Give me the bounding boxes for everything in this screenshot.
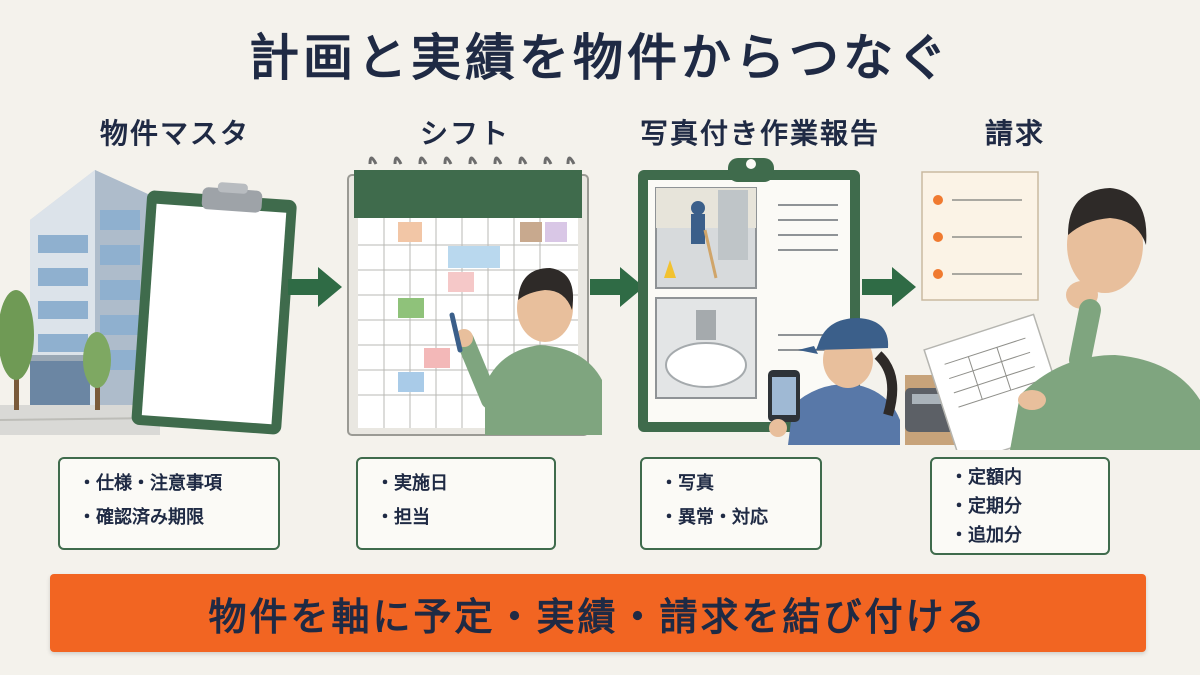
step-title-property-master: 物件マスタ <box>99 117 250 150</box>
step-details-shift: 実施日 担当 <box>356 457 556 550</box>
detail-item: 実施日 <box>376 467 554 501</box>
report-clipboard-icon <box>638 158 860 432</box>
technician-with-phone-icon <box>768 318 900 445</box>
summary-banner: 物件を軸に予定・実績・請求を結び付ける <box>50 574 1146 652</box>
tree-icon <box>0 290 111 410</box>
step-details-photo-report: 写真 異常・対応 <box>640 457 822 550</box>
arrow-right-icon <box>862 267 916 307</box>
memo-icon <box>921 171 1039 301</box>
detail-item: 確認済み期限 <box>78 501 278 535</box>
step-title-billing: 請求 <box>984 117 1045 150</box>
accountant-person-icon <box>1010 188 1200 450</box>
building-clipboard-illustration <box>0 170 297 435</box>
detail-item: 定期分 <box>950 492 1108 521</box>
detail-item: 追加分 <box>950 521 1108 550</box>
step-title-shift: シフト <box>419 117 510 150</box>
shift-calendar-illustration <box>347 156 602 436</box>
detail-item: 定額内 <box>950 463 1108 492</box>
worker-person-icon <box>449 268 602 435</box>
summary-banner-text: 物件を軸に予定・実績・請求を結び付ける <box>208 594 988 639</box>
step-title-photo-report: 写真付き作業報告 <box>639 117 880 150</box>
detail-item: 担当 <box>376 501 554 535</box>
arrow-right-icon <box>590 267 644 307</box>
detail-item: 写真 <box>660 467 820 501</box>
photo-report-illustration <box>638 158 900 445</box>
detail-item: 異常・対応 <box>660 501 820 535</box>
step-details-billing: 定額内 定期分 追加分 <box>930 457 1110 555</box>
step-details-property-master: 仕様・注意事項 確認済み期限 <box>58 457 280 550</box>
clipboard-icon <box>131 182 297 435</box>
arrow-right-icon <box>288 267 342 307</box>
building-icon <box>26 170 150 405</box>
page-title: 計画と実績を物件からつなぐ <box>249 29 951 87</box>
detail-item: 仕様・注意事項 <box>78 467 278 501</box>
billing-illustration <box>905 171 1200 450</box>
cleaning-worker-icon <box>664 201 718 279</box>
